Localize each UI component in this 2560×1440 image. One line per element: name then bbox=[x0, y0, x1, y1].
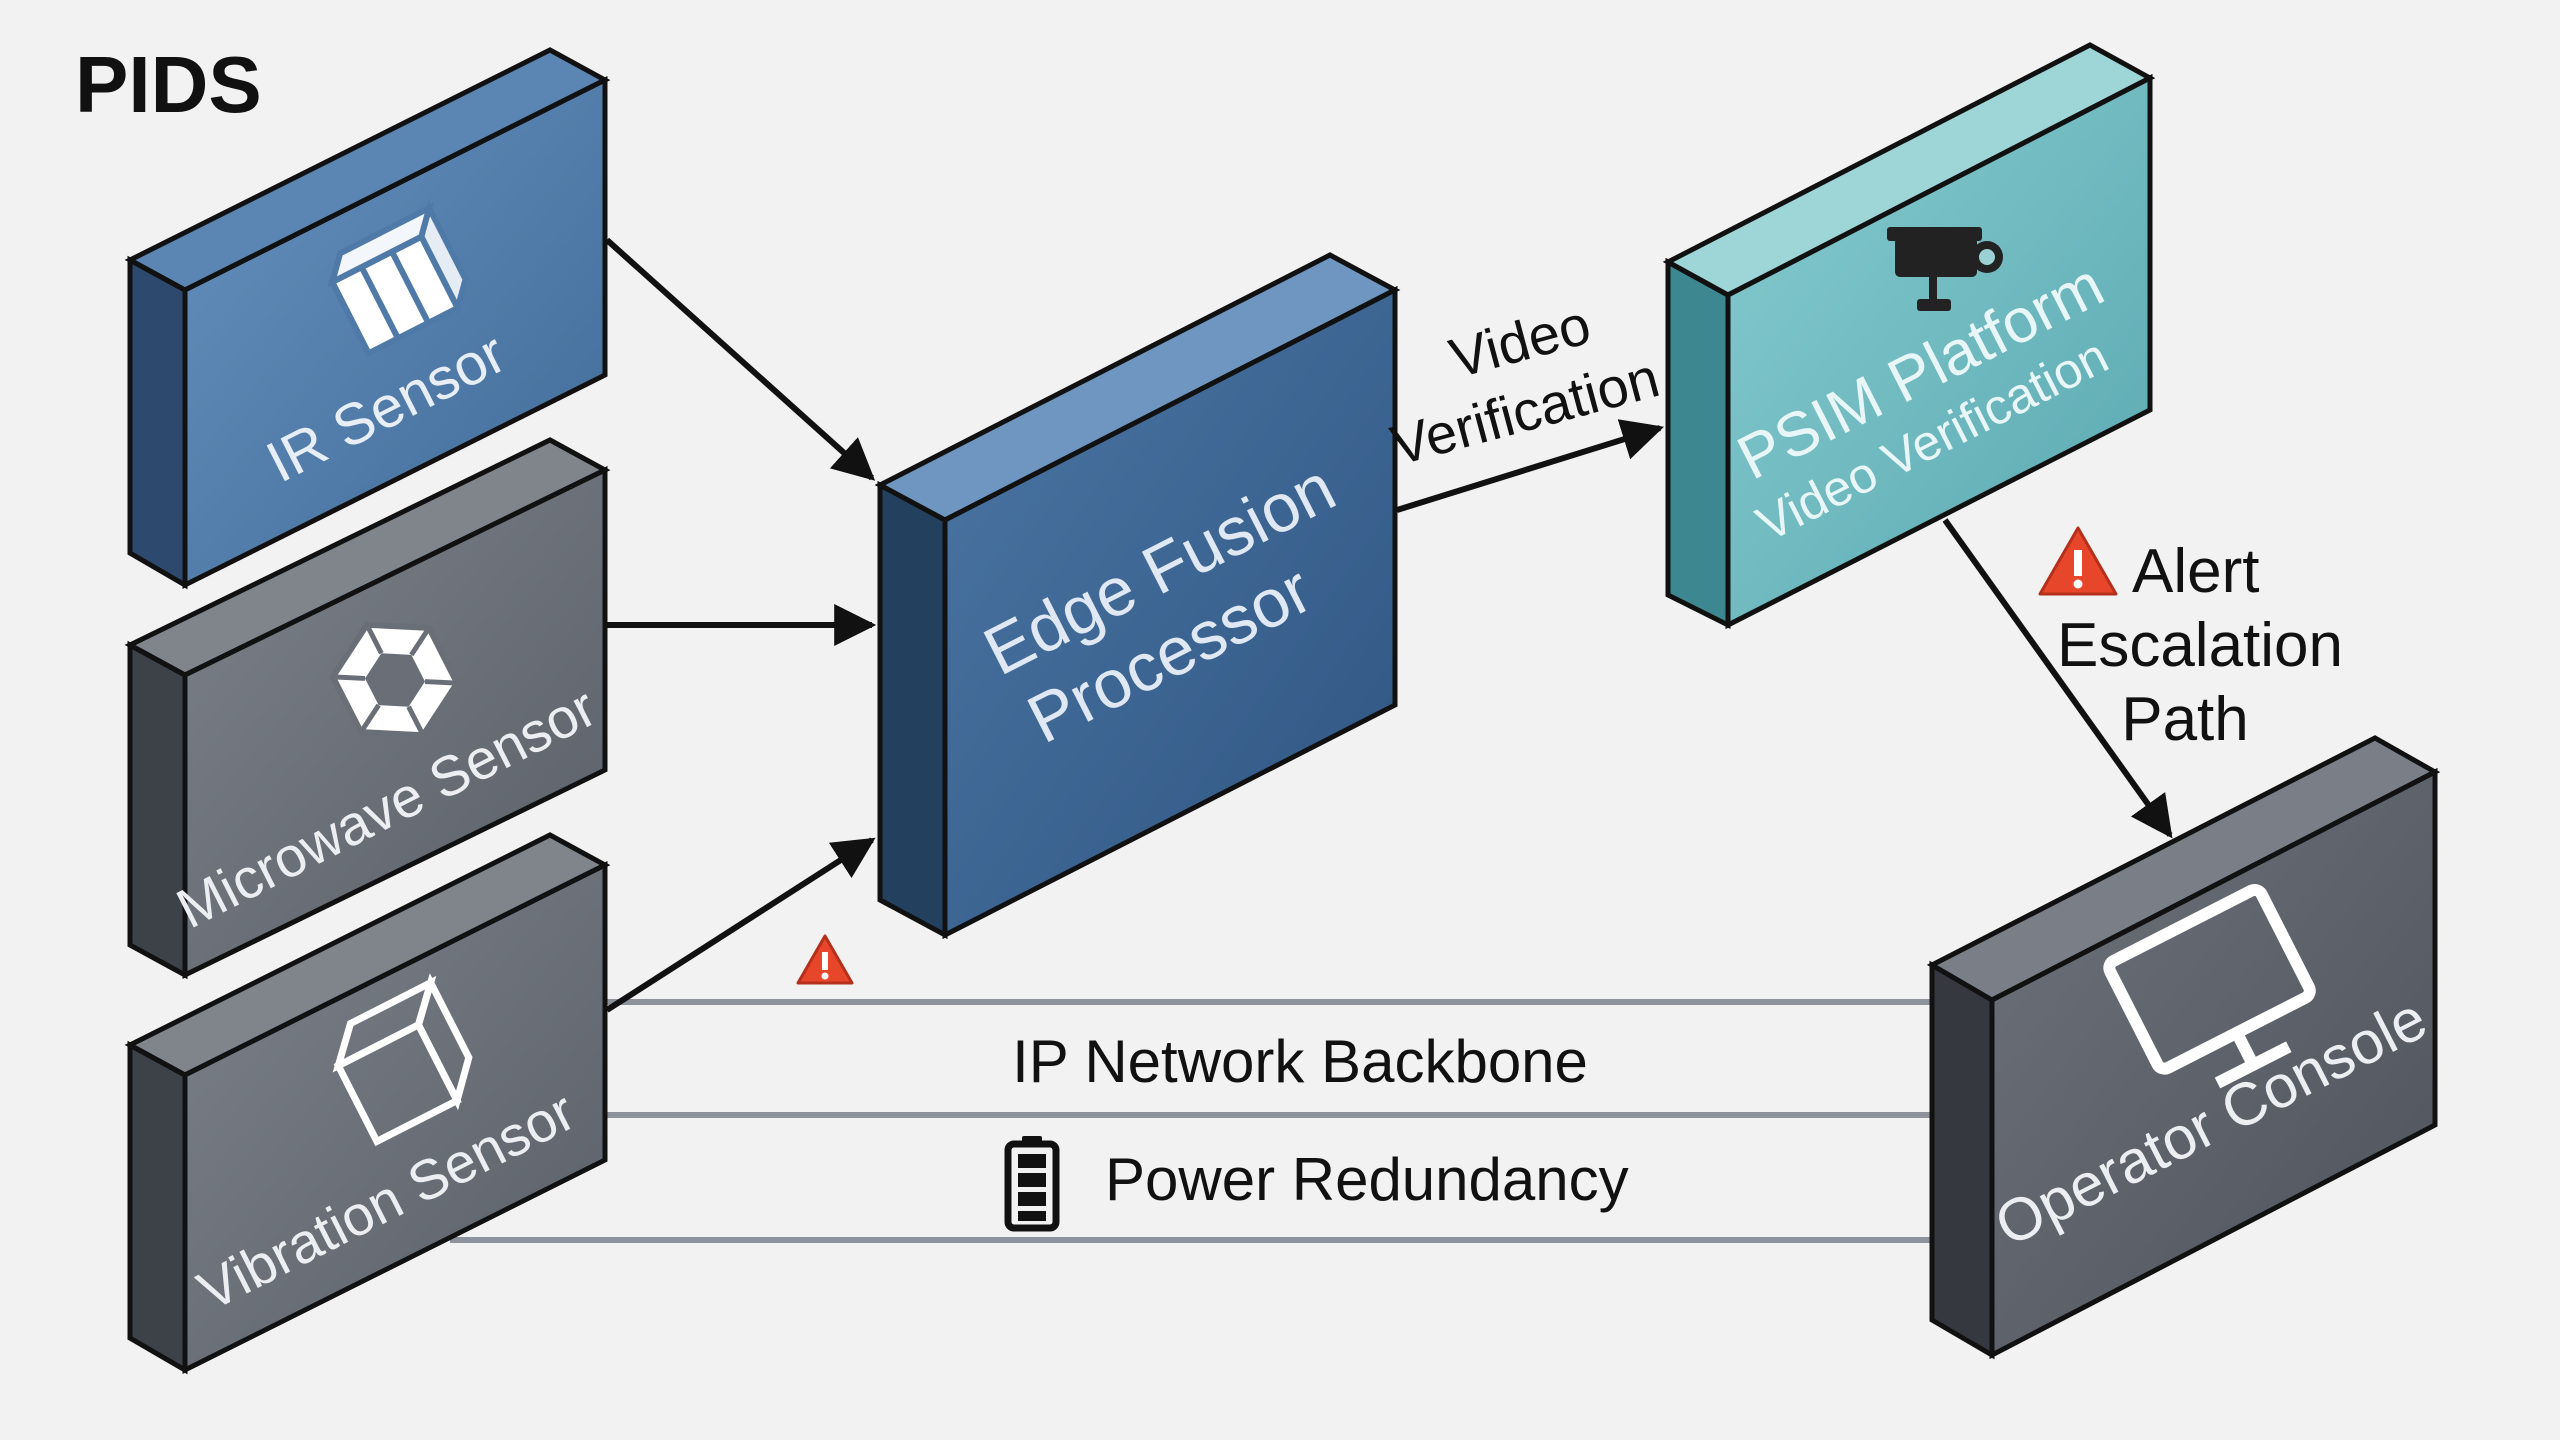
arrow-edge-to-psim bbox=[1396, 419, 1665, 513]
battery-icon bbox=[1004, 1136, 1060, 1232]
ir-sensor-node: IR Sensor bbox=[124, 47, 611, 590]
flow-arrows bbox=[604, 237, 2173, 1013]
power-bus-label: Power Redundancy bbox=[1105, 1146, 1629, 1213]
arrow-ir-to-edge bbox=[604, 237, 876, 481]
ir-sensor-icon bbox=[327, 199, 469, 358]
psim-platform-node: PSIM Platform Video Verification bbox=[1662, 42, 2156, 630]
arrow-psim-to-console bbox=[1942, 518, 2173, 839]
network-warning-icon bbox=[796, 934, 854, 985]
arrow-vibration-to-edge bbox=[605, 837, 876, 1013]
alert-escalation-label: Alert Escalation Path bbox=[2038, 526, 2343, 754]
microwave-sensor-icon bbox=[329, 621, 461, 739]
monitor-icon bbox=[2103, 884, 2316, 1089]
vibration-sensor-icon bbox=[332, 973, 473, 1147]
camera-icon bbox=[1887, 227, 2003, 311]
network-bus bbox=[450, 999, 1935, 1243]
alert-label-line2: Escalation bbox=[2057, 611, 2343, 680]
operator-console-node: Operator Console bbox=[1926, 735, 2441, 1360]
network-bus-label: IP Network Backbone bbox=[1012, 1028, 1588, 1095]
alert-label-line3: Path bbox=[2121, 685, 2249, 754]
diagram-title: PIDS bbox=[75, 40, 262, 129]
alert-label-line1: Alert bbox=[2132, 537, 2259, 606]
edge-fusion-processor-node: Edge Fusion Processor bbox=[874, 252, 1401, 940]
warning-icon bbox=[2038, 526, 2118, 596]
